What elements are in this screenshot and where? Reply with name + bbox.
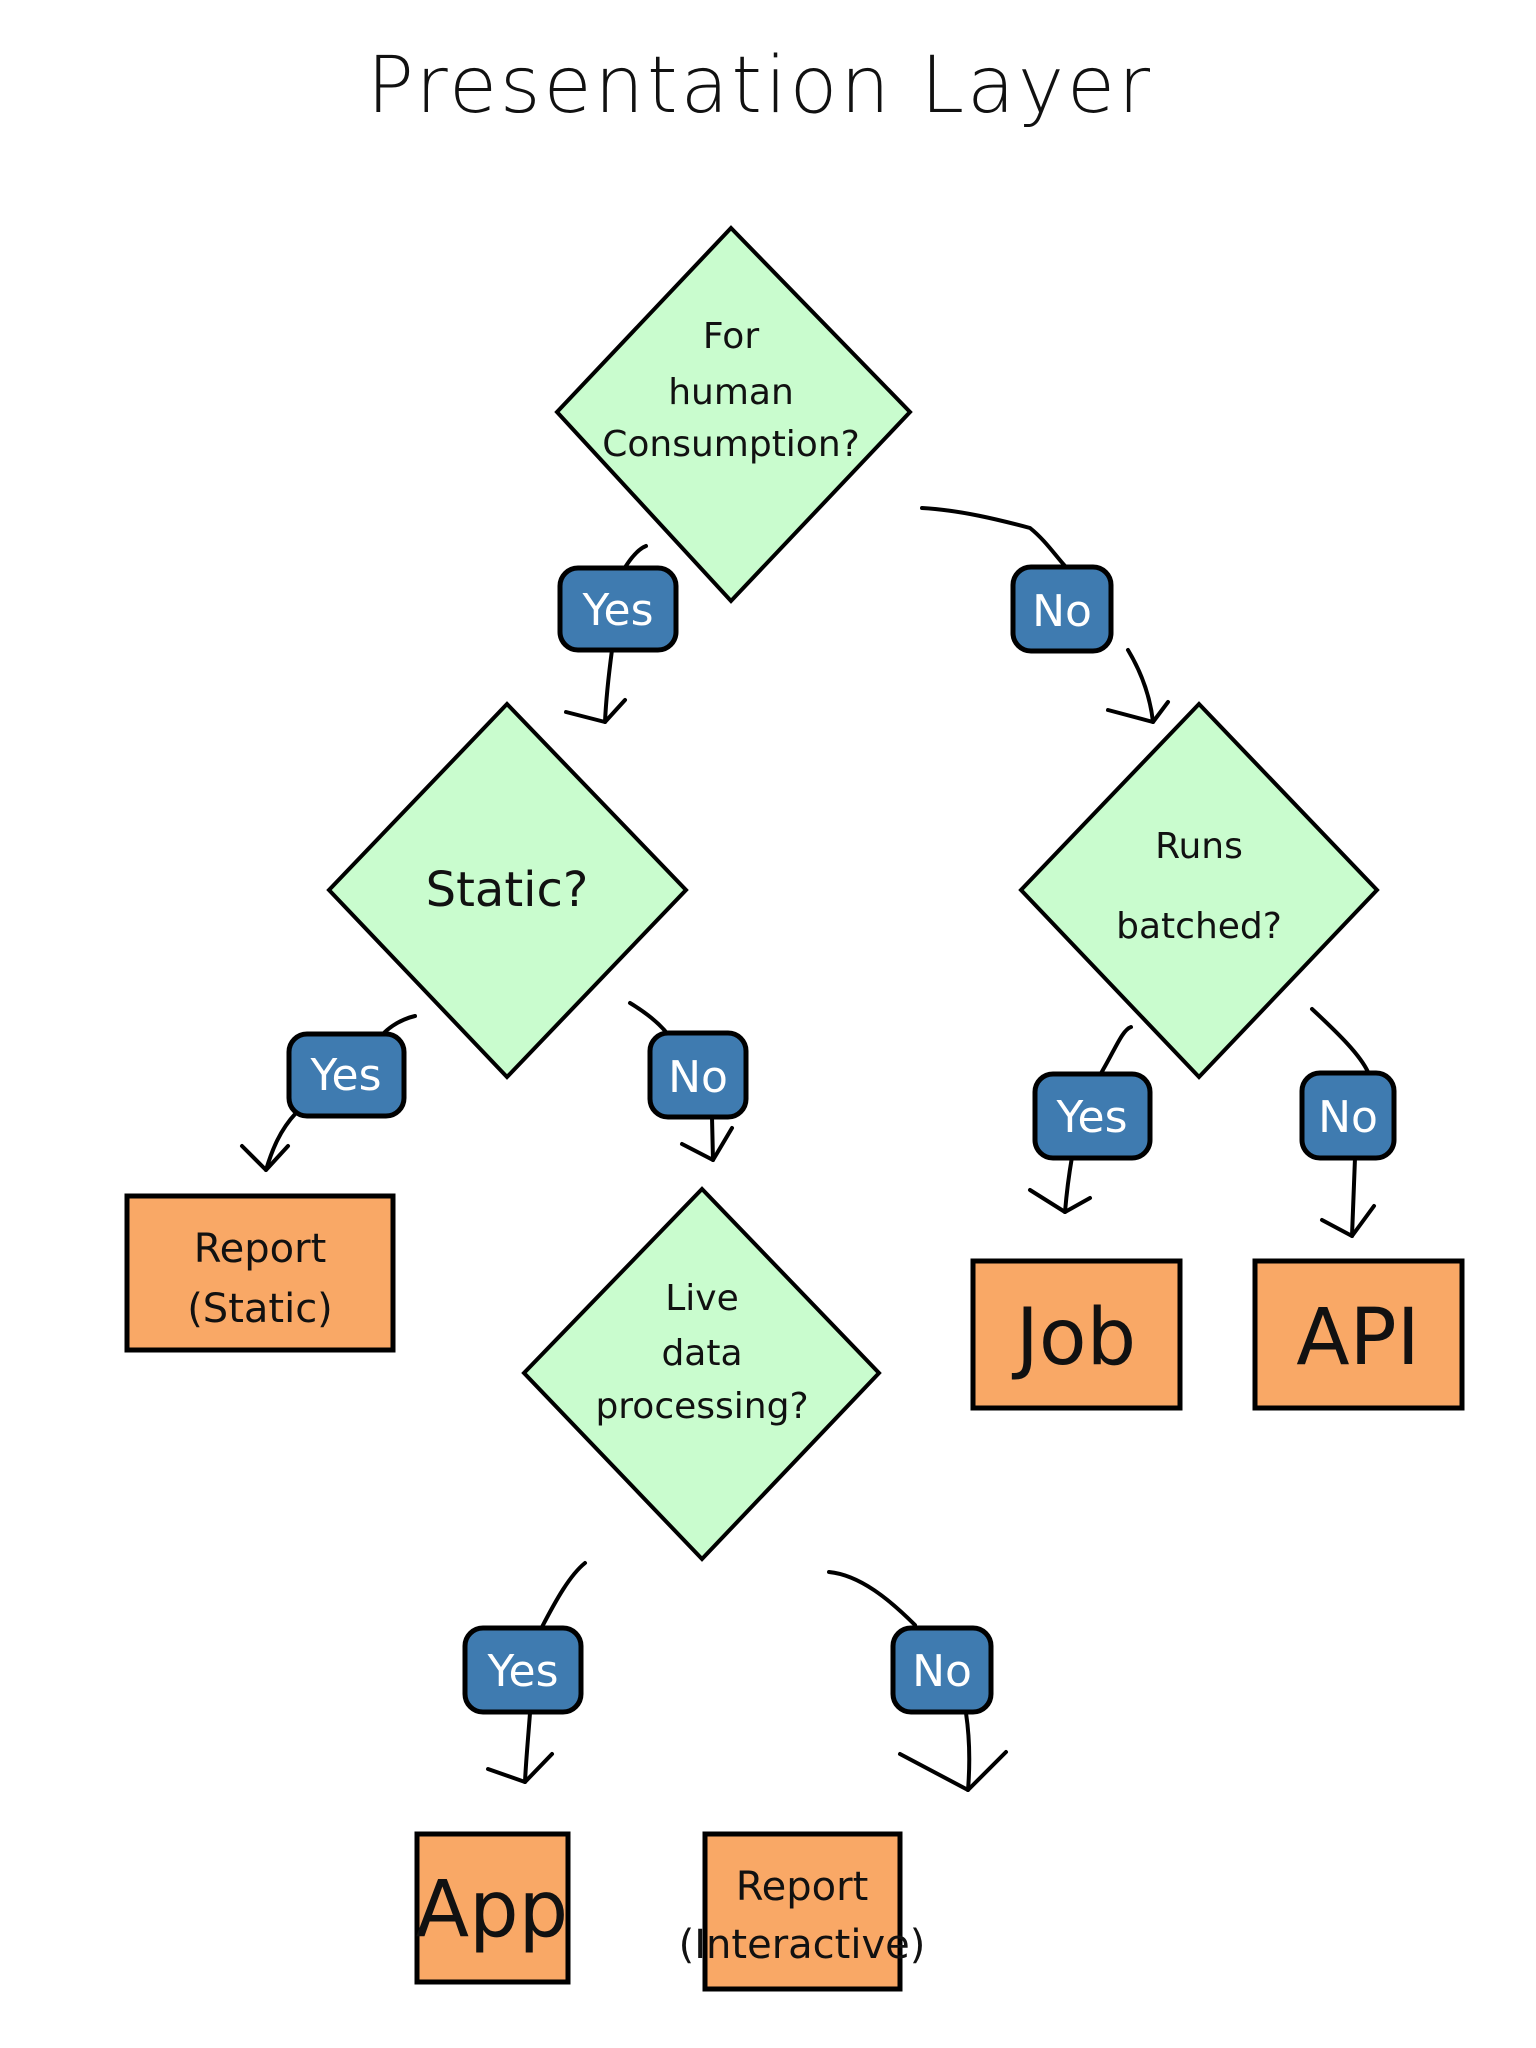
branch-label-static-no: No bbox=[647, 1030, 749, 1120]
outcome-report-interactive: Report (Interactive) bbox=[679, 1831, 926, 1992]
svg-text:Report: Report bbox=[736, 1864, 869, 1910]
connector-batched-yes bbox=[1098, 1025, 1133, 1077]
connector-human-no-arrow bbox=[1126, 648, 1155, 724]
arrowhead-human-yes bbox=[564, 698, 627, 724]
outcome-app: App bbox=[414, 1831, 571, 1985]
outcome-report-static: Report (Static) bbox=[124, 1193, 396, 1353]
branch-label-static-yes: Yes bbox=[286, 1031, 407, 1119]
connector-static-yes-arrow bbox=[264, 1111, 298, 1172]
svg-text:No: No bbox=[668, 1052, 728, 1103]
decision-live-line-3: processing? bbox=[595, 1386, 808, 1427]
decision-runs-batched: Runs batched? bbox=[1018, 701, 1380, 1080]
connector-live-no bbox=[827, 1570, 917, 1627]
svg-text:No: No bbox=[1032, 586, 1092, 637]
outcome-api: API bbox=[1252, 1258, 1465, 1411]
svg-text:No: No bbox=[1318, 1092, 1378, 1143]
svg-text:Job: Job bbox=[1011, 1293, 1136, 1383]
arrowhead-live-no bbox=[898, 1750, 1008, 1792]
decision-human-line-1: For bbox=[703, 316, 759, 357]
branch-label-batched-no: No bbox=[1299, 1070, 1397, 1161]
svg-text:Yes: Yes bbox=[1055, 1092, 1127, 1143]
arrowhead-static-no bbox=[680, 1126, 734, 1162]
connector-batched-yes-arrow bbox=[1063, 1155, 1074, 1214]
decision-human-consumption: For human Consumption? bbox=[554, 225, 913, 604]
svg-text:Yes: Yes bbox=[309, 1050, 381, 1101]
connector-human-no bbox=[920, 506, 1067, 568]
svg-text:(Static): (Static) bbox=[187, 1286, 333, 1332]
svg-text:(Interactive): (Interactive) bbox=[679, 1922, 926, 1968]
decision-live-data: Live data processing? bbox=[521, 1186, 882, 1562]
branch-label-human-no: No bbox=[1010, 564, 1114, 654]
decision-human-line-2: human bbox=[668, 372, 794, 413]
svg-text:App: App bbox=[416, 1865, 568, 1955]
arrowhead-batched-yes bbox=[1028, 1188, 1092, 1214]
connector-live-yes-arrow bbox=[523, 1711, 532, 1784]
connector-live-no-arrow bbox=[964, 1711, 972, 1792]
connector-static-no-arrow bbox=[710, 1115, 715, 1162]
branch-label-live-no: No bbox=[890, 1625, 994, 1715]
arrowhead-live-yes bbox=[486, 1752, 554, 1784]
decision-batched-line-2: batched? bbox=[1116, 906, 1282, 947]
connector-human-yes-arrow bbox=[603, 648, 614, 724]
diagram-title: Presentation Layer bbox=[367, 41, 1153, 131]
svg-text:Yes: Yes bbox=[486, 1646, 558, 1697]
decision-live-line-1: Live bbox=[665, 1278, 739, 1319]
svg-text:Report: Report bbox=[194, 1226, 327, 1272]
decision-live-line-2: data bbox=[661, 1333, 742, 1374]
branch-label-live-yes: Yes bbox=[462, 1625, 584, 1715]
svg-text:No: No bbox=[912, 1646, 972, 1697]
connector-live-yes bbox=[540, 1561, 587, 1629]
decision-human-line-3: Consumption? bbox=[602, 424, 860, 465]
decision-batched-line-1: Runs bbox=[1155, 826, 1243, 867]
arrowhead-human-no bbox=[1106, 700, 1170, 724]
branch-label-human-yes: Yes bbox=[557, 565, 679, 653]
branch-label-batched-yes: Yes bbox=[1032, 1071, 1153, 1161]
svg-text:API: API bbox=[1296, 1293, 1419, 1383]
connector-batched-no-arrow bbox=[1350, 1156, 1357, 1238]
connector-batched-no bbox=[1310, 1007, 1370, 1074]
decision-static-line-1: Static? bbox=[426, 862, 589, 918]
arrowhead-batched-no bbox=[1320, 1204, 1376, 1238]
arrowhead-static-yes bbox=[240, 1144, 290, 1172]
decision-static: Static? bbox=[326, 701, 689, 1080]
svg-text:Yes: Yes bbox=[581, 585, 653, 636]
outcome-job: Job bbox=[970, 1258, 1183, 1411]
